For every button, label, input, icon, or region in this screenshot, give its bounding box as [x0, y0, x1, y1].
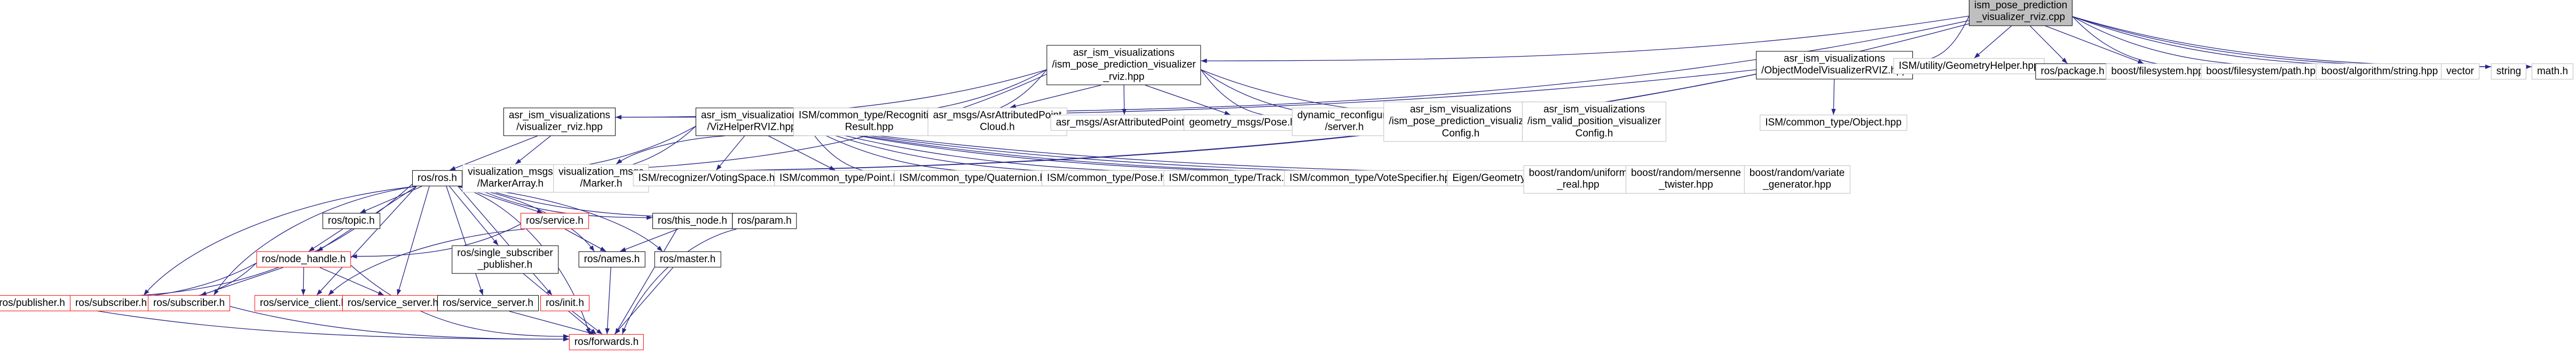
node-viz-helper[interactable]: asr_ism_visualizations /VizHelperRVIZ.hp… [695, 107, 808, 136]
node-vector: vector [2441, 63, 2479, 80]
node-pose-pred-cfg: asr_ism_visualizations /ism_pose_predict… [1383, 101, 1538, 142]
node-dyn-reconf: dynamic_reconfigure /server.h [1291, 107, 1397, 136]
node-hpp-main[interactable]: asr_ism_visualizations /ism_pose_predict… [1046, 45, 1201, 85]
node-viz-rviz[interactable]: asr_ism_visualizations /visualizer_rviz.… [503, 107, 616, 136]
node-ism-pose: ISM/common_type/Pose.hpp [1042, 170, 1183, 187]
node-attr-point: asr_msgs/AsrAttributedPoint.h [1050, 114, 1199, 131]
node-attr-cloud: asr_msgs/AsrAttributedPoint Cloud.h [927, 107, 1067, 136]
node-node-handle[interactable]: ros/node_handle.h [256, 251, 351, 268]
node-forwards[interactable]: ros/forwards.h [569, 334, 644, 351]
node-ros-this-node[interactable]: ros/this_node.h [652, 213, 732, 230]
node-variate: boost/random/variate _generator.hpp [1744, 165, 1850, 194]
node-ros-master[interactable]: ros/master.h [654, 251, 721, 268]
node-mersenne: boost/random/mersenne _twister.hpp [1626, 165, 1746, 194]
node-ros-init[interactable]: ros/init.h [540, 295, 589, 312]
node-ros-names[interactable]: ros/names.h [578, 251, 645, 268]
node-uniform-real: boost/random/uniform _real.hpp [1523, 165, 1633, 194]
node-string: string [2491, 63, 2527, 80]
node-boost-fs: boost/filesystem.hpp [2106, 63, 2209, 80]
node-recog-result: ISM/common_type/Recognition Result.hpp [793, 107, 946, 136]
node-ism-object: ISM/common_type/Object.hpp [1760, 114, 1907, 131]
node-service-server-r[interactable]: ros/service_server.h [342, 295, 444, 312]
node-vote-spec: ISM/common_type/VoteSpecifier.hpp [1284, 170, 1461, 187]
node-service-client[interactable]: ros/service_client.h [254, 295, 352, 312]
node-math-h: math.h [2531, 63, 2574, 80]
node-ros-package[interactable]: ros/package.h [2035, 63, 2110, 80]
node-obj-model[interactable]: asr_ism_visualizations /ObjectModelVisua… [1756, 51, 1913, 80]
node-geom-helper: ISM/utility/GeometryHelper.hpp [1893, 58, 2045, 75]
node-publisher[interactable]: ros/publisher.h [0, 295, 70, 312]
node-boost-fs-path: boost/filesystem/path.hpp [2201, 63, 2327, 80]
node-boost-alg-string: boost/algorithm/string.hpp [2315, 63, 2444, 80]
node-ros-topic[interactable]: ros/topic.h [322, 213, 380, 230]
node-subscriber1[interactable]: ros/subscriber.h [69, 295, 153, 312]
node-single-sub[interactable]: ros/single_subscriber _publisher.h [452, 245, 558, 274]
node-eigen-geom: Eigen/Geometry [1447, 170, 1531, 187]
node-geo-pose: geometry_msgs/Pose.h [1184, 114, 1301, 131]
node-service-server-b[interactable]: ros/service_server.h [437, 295, 539, 312]
node-valid-pos-cfg: asr_ism_visualizations /ism_valid_positi… [1522, 101, 1667, 142]
node-root: ism_pose_prediction _visualizer_rviz.cpp [1968, 0, 2073, 26]
node-subscriber2[interactable]: ros/subscriber.h [147, 295, 231, 312]
node-voting-space: ISM/recognizer/VotingSpace.hpp [633, 170, 792, 187]
node-ros-param[interactable]: ros/param.h [732, 213, 797, 230]
node-ism-quat: ISM/common_type/Quaternion.hpp [894, 170, 1062, 187]
node-ros-ros[interactable]: ros/ros.h [412, 170, 462, 187]
node-ros-service[interactable]: ros/service.h [521, 213, 589, 230]
node-marker-array: visualization_msgs /MarkerArray.h [462, 164, 558, 193]
